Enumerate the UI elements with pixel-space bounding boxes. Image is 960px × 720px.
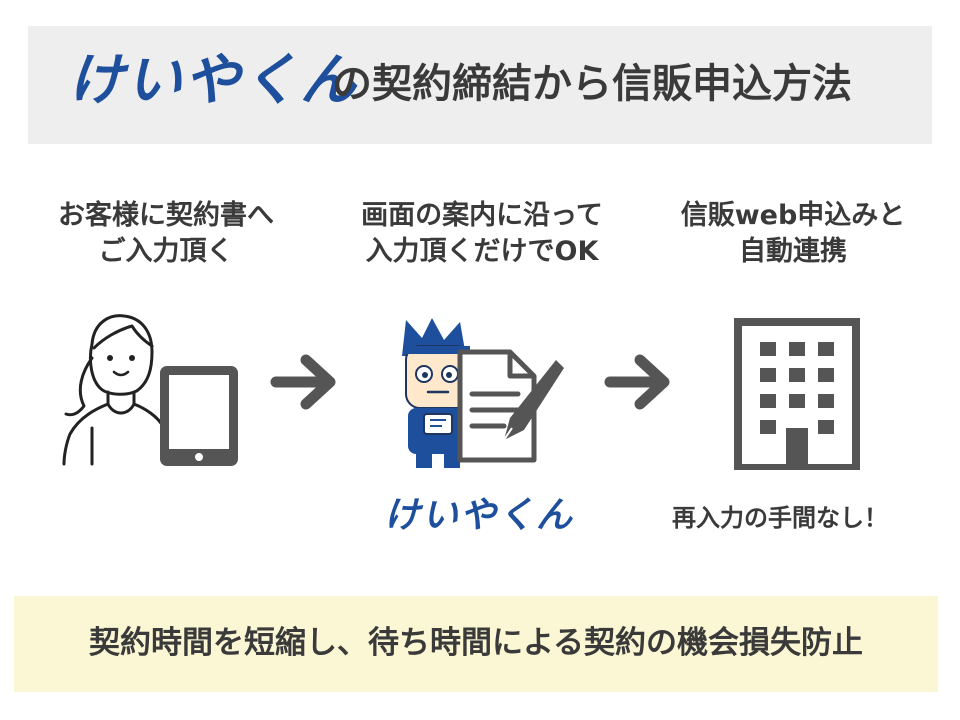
step-2-line-2: 入力頂くだけでOK [365,236,599,267]
arrow-right-icon [270,354,336,410]
arrow-right-icon [604,354,670,410]
footer-message: 契約時間を短縮し、待ち時間による契約の機会損失防止 [88,625,864,661]
step-1-caption: お客様に契約書へ ご入力頂く [16,198,316,270]
woman-icon [62,314,166,466]
step-1-line-1: お客様に契約書へ [58,200,274,231]
brand-logo: けいやくん [68,48,358,113]
building-icon [734,318,860,470]
document-pen-icon [457,349,564,463]
footer-band [14,596,938,692]
step-3-caption: 信販web申込みと 自動連携 [643,198,943,270]
step-1-line-2: ご入力頂く [98,236,234,267]
no-reentry-note: 再入力の手間なし！ [672,504,888,532]
page-title: の契約締結から信販申込方法 [332,61,852,107]
tablet-icon [160,366,238,466]
title-band [28,26,932,144]
mascot-brand-logo: けいやくん [384,495,575,536]
step-3-line-1: 信販web申込みと [680,200,906,231]
mascot-icon [402,318,471,468]
step-2-caption: 画面の案内に沿って 入力頂くだけでOK [332,198,632,270]
step-2-line-1: 画面の案内に沿って [361,200,603,231]
step-3-line-2: 自動連携 [739,236,847,267]
